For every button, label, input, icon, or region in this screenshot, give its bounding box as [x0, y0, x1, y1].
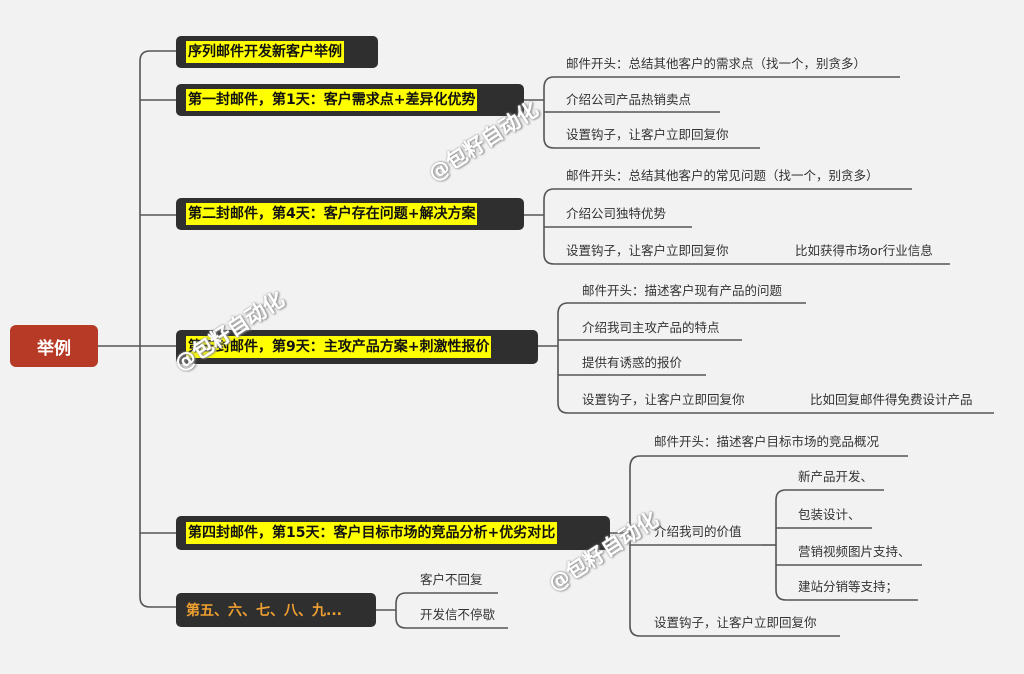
branch-label: 第三封邮件，第9天：主攻产品方案+刺激性报价: [186, 336, 492, 358]
branch-label: 第五、六、七、八、九...: [186, 603, 342, 619]
leaf-node[interactable]: 邮件开头：描述客户目标市场的竞品概况: [654, 434, 880, 449]
leaf-sub-node[interactable]: 新产品开发、: [798, 469, 874, 484]
leaf-sub-node[interactable]: 营销视频图片支持、: [798, 544, 911, 559]
leaf-node[interactable]: 提供有诱惑的报价: [582, 355, 683, 370]
leaf-node[interactable]: 介绍我司主攻产品的特点: [582, 320, 720, 335]
leaf-node[interactable]: 介绍公司产品热销卖点: [566, 92, 692, 107]
branch-email-3[interactable]: 第三封邮件，第9天：主攻产品方案+刺激性报价: [176, 330, 538, 364]
leaf-node[interactable]: 邮件开头：总结其他客户的需求点（找一个，别贪多）: [566, 56, 867, 71]
leaf-node[interactable]: 设置钩子，让客户立即回复你: [654, 615, 817, 630]
leaf-node[interactable]: 设置钩子，让客户立即回复你: [566, 243, 729, 258]
branch-label: 第四封邮件，第15天：客户目标市场的竞品分析+优劣对比: [186, 522, 558, 544]
branch-email-1[interactable]: 第一封邮件，第1天：客户需求点+差异化优势: [176, 84, 524, 116]
leaf-node[interactable]: 设置钩子，让客户立即回复你: [566, 127, 729, 142]
branch-label: 第二封邮件，第4天：客户存在问题+解决方案: [186, 203, 478, 225]
leaf-node[interactable]: 客户不回复: [420, 572, 483, 587]
branch-email-2[interactable]: 第二封邮件，第4天：客户存在问题+解决方案: [176, 198, 524, 230]
branch-label: 序列邮件开发新客户举例: [186, 41, 344, 63]
leaf-node[interactable]: 设置钩子，让客户立即回复你: [582, 392, 745, 407]
branch-email-more[interactable]: 第五、六、七、八、九...: [176, 593, 376, 627]
branch-label: 第一封邮件，第1天：客户需求点+差异化优势: [186, 89, 478, 111]
leaf-node[interactable]: 邮件开头：总结其他客户的常见问题（找一个，别贪多）: [566, 168, 879, 183]
branch-series-title[interactable]: 序列邮件开发新客户举例: [176, 36, 378, 68]
leaf-sub-node[interactable]: 比如获得市场or行业信息: [795, 243, 933, 258]
leaf-node[interactable]: 介绍我司的价值: [654, 524, 742, 539]
branch-email-4[interactable]: 第四封邮件，第15天：客户目标市场的竞品分析+优劣对比: [176, 516, 610, 550]
leaf-sub-node[interactable]: 比如回复邮件得免费设计产品: [810, 392, 973, 407]
leaf-node[interactable]: 邮件开头：描述客户现有产品的问题: [582, 283, 783, 298]
root-node[interactable]: 举例: [10, 325, 98, 367]
leaf-node[interactable]: 介绍公司独特优势: [566, 206, 667, 221]
leaf-sub-node[interactable]: 包装设计、: [798, 507, 861, 522]
leaf-sub-node[interactable]: 建站分销等支持；: [798, 579, 899, 594]
leaf-node[interactable]: 开发信不停歇: [420, 607, 496, 622]
